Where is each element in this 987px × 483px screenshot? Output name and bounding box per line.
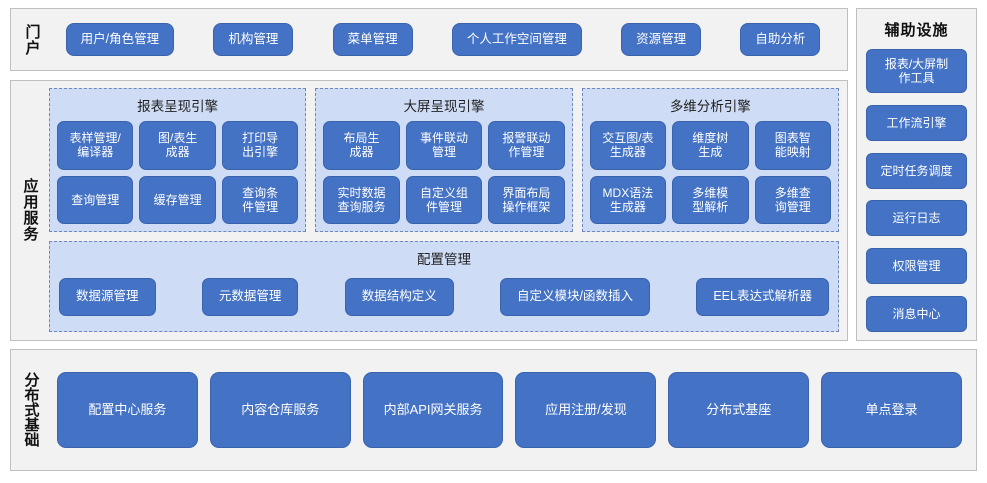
portal-item-self-service-analysis[interactable]: 自助分析 [740, 23, 821, 56]
engine-large-screen-rendering-grid: 布局生 成器 事件联动 管理 报警联动 作管理 实时数据 查询服务 自定义组 件… [323, 121, 565, 224]
engine-olap-item-multidimensional-model-parsing[interactable]: 多维模 型解析 [672, 175, 749, 224]
aux-section: 辅助设施 报表/大屏制 作工具 工作流引擎 定时任务调度 运行日志 权限管理 消… [856, 8, 977, 341]
engine-screen-item-alarm-linkage-action-management[interactable]: 报警联动 作管理 [488, 121, 565, 170]
aux-item-permission-management[interactable]: 权限管理 [866, 248, 967, 285]
aux-section-title: 辅助设施 [884, 22, 949, 39]
aux-item-runtime-log[interactable]: 运行日志 [866, 200, 967, 237]
config-item-datasource-management[interactable]: 数据源管理 [59, 277, 156, 316]
aux-item-workflow-engine[interactable]: 工作流引擎 [866, 104, 967, 141]
base-item-config-center-service[interactable]: 配置中心服务 [57, 371, 198, 448]
base-item-content-repository-service[interactable]: 内容仓库服务 [209, 371, 351, 448]
engine-screen-item-ui-layout-operation-framework[interactable]: 界面布局 操作框架 [488, 175, 565, 224]
configuration-management-group: 配置管理 数据源管理 元数据管理 数据结构定义 自定义模块/函数插入 EEL表达… [49, 241, 839, 332]
config-item-metadata-management[interactable]: 元数据管理 [201, 277, 299, 316]
portal-item-resource-management[interactable]: 资源管理 [621, 23, 702, 56]
engine-report-item-cache-management[interactable]: 缓存管理 [139, 175, 216, 224]
aux-button-group: 报表/大屏制 作工具 工作流引擎 定时任务调度 运行日志 权限管理 消息中心 [866, 49, 967, 332]
engine-report-item-query-condition-management[interactable]: 查询条 件管理 [221, 175, 299, 224]
portal-item-personal-workspace-management[interactable]: 个人工作空间管理 [451, 23, 582, 56]
portal-item-user-role-management[interactable]: 用户/角色管理 [65, 23, 175, 56]
base-item-application-registration-discovery[interactable]: 应用注册/发现 [515, 371, 657, 448]
base-item-internal-api-gateway-service[interactable]: 内部API网关服务 [362, 371, 504, 448]
engine-multidimensional-analysis-grid: 交互图/表 生成器 维度树 生成 图表智 能映射 MDX语法 生成器 多维模 型… [589, 121, 831, 224]
engine-multidimensional-analysis-title: 多维分析引擎 [669, 99, 751, 114]
top-row: 门户 用户/角色管理 机构管理 菜单管理 个人工作空间管理 资源管理 自助分析 [10, 8, 977, 71]
engine-large-screen-rendering-title: 大屏呈现引擎 [403, 99, 485, 114]
application-service-section: 应用服务 报表呈现引擎 表样管理/ 编译器 图/表生 成器 打印导 出引擎 查询… [10, 80, 848, 341]
portal-button-group: 用户/角色管理 机构管理 菜单管理 个人工作空间管理 资源管理 自助分析 [45, 23, 841, 56]
portal-item-menu-management[interactable]: 菜单管理 [332, 23, 413, 56]
config-item-custom-module-function-insertion[interactable]: 自定义模块/函数插入 [500, 277, 651, 316]
portal-item-organization-management[interactable]: 机构管理 [213, 23, 294, 56]
portal-section: 门户 用户/角色管理 机构管理 菜单管理 个人工作空间管理 资源管理 自助分析 [10, 8, 848, 71]
engine-screen-item-layout-generator[interactable]: 布局生 成器 [323, 121, 400, 170]
engine-report-item-query-management[interactable]: 查询管理 [57, 175, 134, 224]
engine-report-item-print-export-engine[interactable]: 打印导 出引擎 [221, 121, 299, 170]
configuration-management-row: 数据源管理 元数据管理 数据结构定义 自定义模块/函数插入 EEL表达式解析器 [59, 273, 829, 322]
engines-row: 报表呈现引擎 表样管理/ 编译器 图/表生 成器 打印导 出引擎 查询管理 缓存… [49, 88, 839, 232]
application-service-body: 报表呈现引擎 表样管理/ 编译器 图/表生 成器 打印导 出引擎 查询管理 缓存… [45, 88, 839, 332]
engine-screen-item-custom-widget-management[interactable]: 自定义组 件管理 [405, 175, 483, 224]
aux-item-message-center[interactable]: 消息中心 [866, 295, 967, 332]
engine-olap-item-interactive-chart-table-generator[interactable]: 交互图/表 生成器 [589, 121, 667, 170]
configuration-management-title: 配置管理 [417, 252, 471, 267]
engine-multidimensional-analysis: 多维分析引擎 交互图/表 生成器 维度树 生成 图表智 能映射 MDX语法 生成… [581, 88, 839, 232]
base-item-distributed-foundation[interactable]: 分布式基座 [668, 371, 810, 448]
config-item-data-structure-definition[interactable]: 数据结构定义 [344, 277, 454, 316]
application-service-section-label: 应用服务 [21, 178, 39, 242]
engine-report-item-chart-table-generator[interactable]: 图/表生 成器 [139, 121, 216, 170]
distributed-base-button-group: 配置中心服务 内容仓库服务 内部API网关服务 应用注册/发现 分布式基座 单点… [45, 357, 966, 462]
base-item-single-sign-on[interactable]: 单点登录 [821, 371, 962, 448]
engine-olap-item-chart-smart-mapping[interactable]: 图表智 能映射 [754, 121, 831, 170]
engine-report-rendering: 报表呈现引擎 表样管理/ 编译器 图/表生 成器 打印导 出引擎 查询管理 缓存… [49, 88, 307, 232]
distributed-base-section-label: 分布式基础 [22, 372, 40, 447]
aux-item-report-dashboard-authoring-tool[interactable]: 报表/大屏制 作工具 [866, 49, 967, 93]
engine-report-item-template-management-compiler[interactable]: 表样管理/ 编译器 [57, 121, 134, 170]
aux-item-scheduled-task-scheduler[interactable]: 定时任务调度 [866, 152, 967, 189]
engine-olap-item-mdx-syntax-generator[interactable]: MDX语法 生成器 [589, 175, 667, 224]
engine-screen-item-event-linkage-management[interactable]: 事件联动 管理 [405, 121, 483, 170]
engine-olap-item-multidimensional-query-management[interactable]: 多维查 询管理 [754, 175, 831, 224]
engine-large-screen-rendering: 大屏呈现引擎 布局生 成器 事件联动 管理 报警联动 作管理 实时数据 查询服务… [315, 88, 573, 232]
config-item-eel-expression-parser[interactable]: EEL表达式解析器 [696, 277, 829, 316]
engine-olap-item-dimension-tree-generation[interactable]: 维度树 生成 [672, 121, 749, 170]
distributed-base-section: 分布式基础 配置中心服务 内容仓库服务 内部API网关服务 应用注册/发现 分布… [10, 349, 977, 471]
engine-report-rendering-title: 报表呈现引擎 [137, 99, 219, 114]
engine-screen-item-realtime-data-query-service[interactable]: 实时数据 查询服务 [323, 175, 400, 224]
engine-report-rendering-grid: 表样管理/ 编译器 图/表生 成器 打印导 出引擎 查询管理 缓存管理 查询条 … [57, 121, 299, 224]
portal-section-label: 门户 [23, 23, 41, 56]
